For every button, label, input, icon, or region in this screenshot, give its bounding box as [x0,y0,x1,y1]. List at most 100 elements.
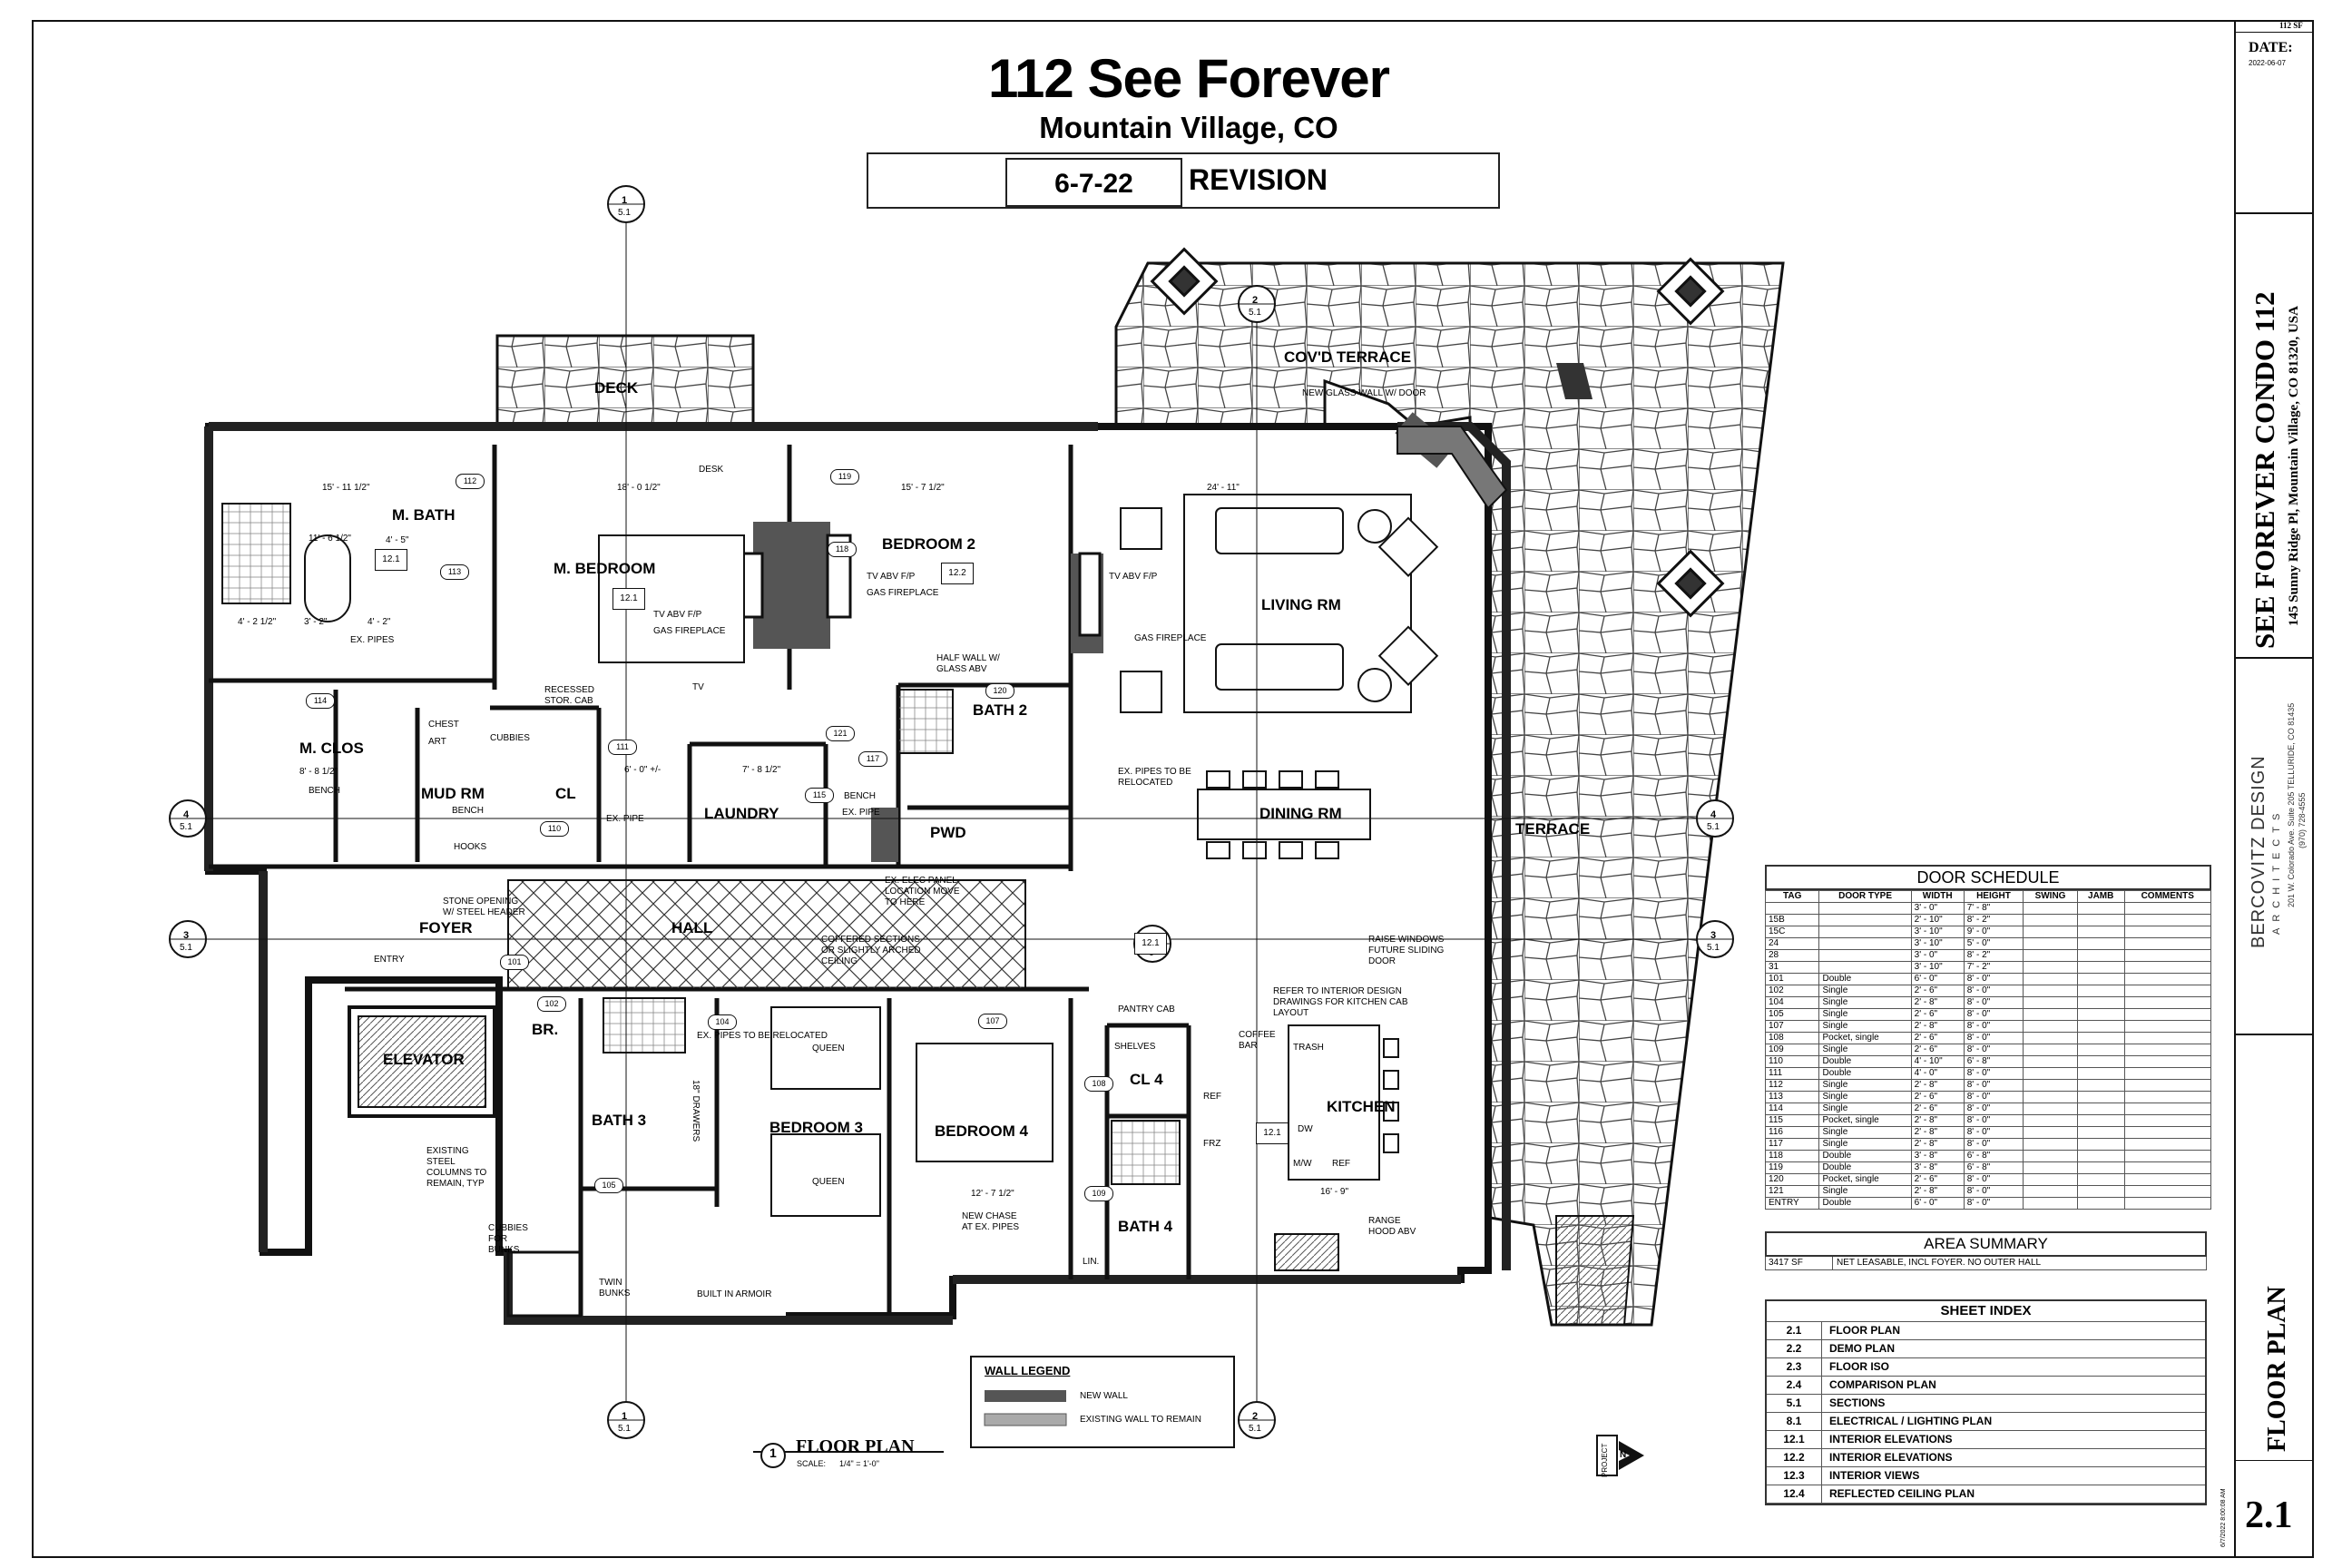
door-schedule-cell: 15B [1764,914,1820,926]
sheet-number: 2.1 [2245,1494,2293,1536]
note-entry: ENTRY [374,955,405,965]
door-schedule-cell [2023,1067,2078,1080]
note-art: ART [428,737,446,747]
door-schedule-cell: 113 [1764,1091,1820,1103]
note-pantry-cab: PANTRY CAB [1118,1004,1175,1014]
room-living: LIVING RM [1261,596,1341,613]
elevator-shaft [348,1005,496,1118]
section-marker-4-left-num: 4 [183,809,190,820]
door-schedule-cell: Pocket, single [1818,1114,1912,1127]
door-schedule-cell: 15C [1764,926,1820,938]
door-schedule-cell [2023,961,2078,974]
project-name-box [2234,213,2314,658]
sheet-index-name: INTERIOR ELEVATIONS [1829,1451,1953,1464]
sheet-index-number: 12.1 [1767,1431,1822,1448]
sheet-name-box [2234,1034,2314,1461]
door-schedule-row: 3' - 0"7' - 8" [1764,902,2211,915]
note-ex-pipes-relocated-2: EX. PIPES TO BE RELOCATED [697,1031,828,1041]
door-schedule-cell: 6' - 0" [1910,1197,1965,1210]
view-tag: 12.1 [1134,933,1167,955]
door-schedule-cell [2123,1032,2211,1044]
door-schedule-cell: 7' - 8" [1963,902,2024,915]
door-schedule-cell [2123,1044,2211,1056]
door-schedule-cell [2076,961,2125,974]
firm-box [2234,658,2314,1034]
door-schedule-cell [2023,1161,2078,1174]
note-bench-2: BENCH [452,806,485,816]
door-schedule-cell [2123,937,2211,950]
room-bedroom-2: BEDROOM 2 [882,535,975,553]
floor-plan-drawing [169,185,1785,1476]
section-marker-1-top-num: 1 [622,195,628,206]
new-wall-swatch [985,1390,1066,1402]
section-marker-4-left-sheet: 5.1 [180,822,192,832]
door-tag: 114 [306,693,335,709]
door-schedule-cell [2023,902,2078,915]
door-schedule-cell: Pocket, single [1818,1173,1912,1186]
sheet-index-name: SECTIONS [1829,1396,1886,1409]
dim-laundry: 7' - 8 1/2" [742,765,781,775]
hall-herringbone-floor [507,879,1026,990]
room-cl-4: CL 4 [1130,1071,1163,1088]
door-schedule-cell: 116 [1764,1126,1820,1139]
note-stone-opening: STONE OPENING W/ STEEL HEADER [443,897,525,917]
door-schedule-cell: 2' - 6" [1910,1173,1965,1186]
drawing-scale: 1/4" = 1'-0" [839,1459,879,1468]
door-schedule-cell: 6' - 8" [1963,1055,2024,1068]
door-schedule-cell: 114 [1764,1102,1820,1115]
room-cl: CL [555,785,576,802]
room-br: BR. [532,1021,559,1038]
room-covd-terrace: COV'D TERRACE [1284,348,1412,366]
door-schedule-cell [1818,902,1912,915]
dim-m-bath-width: 15' - 11 1/2" [322,483,370,493]
note-frz: FRZ [1203,1139,1221,1149]
door-schedule-cell: 8' - 0" [1963,1185,2024,1198]
door-schedule-cell [2076,926,2125,938]
area-value: 3417 SF [1766,1257,1833,1269]
door-schedule-cell [1818,926,1912,938]
door-schedule-cell [2076,902,2125,915]
door-schedule-cell [2023,985,2078,997]
door-schedule-cell [1818,961,1912,974]
section-marker-3-left-sheet: 5.1 [180,943,192,953]
door-schedule-cell: 8' - 0" [1963,1079,2024,1092]
section-marker-1-top-sheet: 5.1 [618,208,631,218]
door-schedule-cell: 2' - 8" [1910,1079,1965,1092]
firm-name: BERCOVITZ DESIGN [2249,755,2269,948]
note-lin: LIN. [1083,1257,1100,1267]
sheet-index-number: 2.3 [1767,1358,1822,1376]
door-schedule-cell: 121 [1764,1185,1820,1198]
area-description: NET LEASABLE, INCL FOYER. NO OUTER HALL [1837,1258,2042,1268]
door-schedule-cell: 3' - 10" [1910,937,1965,950]
door-schedule-cell [2123,1173,2211,1186]
room-mud-rm: MUD RM [421,785,485,802]
door-tag: 119 [830,469,859,485]
print-stamp: 6/7/2022 8:00:08 AM [2220,1488,2227,1547]
door-schedule-cell: 8' - 0" [1963,1032,2024,1044]
dim-bedroom2-width: 15' - 7 1/2" [901,483,945,493]
note-ex-pipe-2: EX. PIPE [842,808,880,818]
note-queen-2: QUEEN [812,1177,845,1187]
door-tag: 107 [978,1014,1007,1029]
note-new-chase: NEW CHASE AT EX. PIPES [962,1211,1019,1232]
revision-date: 6-7-22 [1005,158,1182,207]
door-schedule-cell: Single [1818,996,1912,1009]
door-schedule-cell: 8' - 0" [1963,985,2024,997]
door-schedule-cell [2023,1185,2078,1198]
note-cubbies: CUBBIES [490,733,530,743]
door-schedule-cell: 4' - 0" [1910,1067,1965,1080]
door-tag: 120 [985,683,1014,699]
note-trash: TRASH [1293,1043,1324,1053]
section-marker-2-bottom-num: 2 [1252,1411,1259,1422]
door-schedule-cell [2076,1114,2125,1127]
door-schedule-cell: 8' - 0" [1963,1114,2024,1127]
